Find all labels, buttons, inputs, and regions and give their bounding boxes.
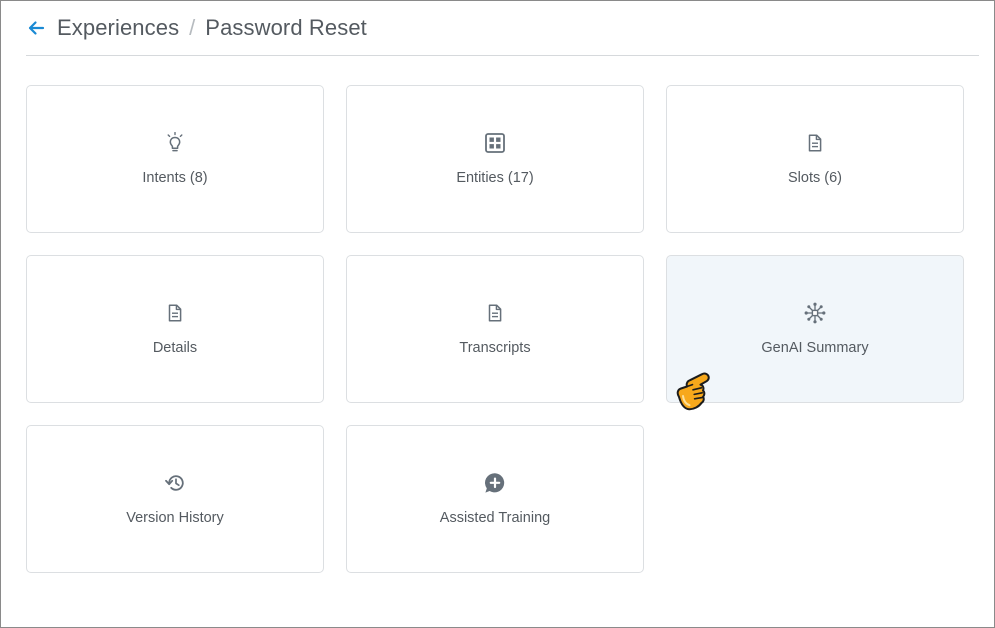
lightbulb-icon: [167, 132, 183, 152]
hand-pointer-cursor-icon: [676, 372, 710, 411]
back-button[interactable]: [26, 18, 46, 38]
breadcrumb-separator: /: [189, 15, 196, 40]
card-label: Slots (6): [788, 170, 842, 186]
card-version-history[interactable]: Version History: [26, 425, 324, 573]
card-label: Version History: [126, 510, 224, 526]
card-label: Details: [152, 340, 198, 356]
card-intents[interactable]: Intents (8): [26, 85, 324, 233]
document-icon: [808, 134, 822, 152]
card-assisted-training[interactable]: Assisted Training: [346, 425, 644, 573]
card-label: Intents (8): [142, 170, 208, 186]
breadcrumb-parent-link[interactable]: Experiences: [57, 15, 180, 40]
history-icon: [165, 475, 184, 491]
card-label: GenAI Summary: [761, 340, 869, 356]
card-label: Entities (17): [456, 170, 534, 186]
card-label: Assisted Training: [439, 510, 551, 526]
card-entities[interactable]: Entities (17): [346, 85, 644, 233]
page-title: Password Reset: [205, 15, 367, 40]
document-icon: [168, 304, 182, 322]
document-icon: [488, 304, 502, 322]
card-label: Transcripts: [459, 340, 531, 356]
card-transcripts[interactable]: Transcripts: [346, 255, 644, 403]
card-details[interactable]: Details: [26, 255, 324, 403]
card-slots[interactable]: Slots (6): [666, 85, 964, 233]
grid-icon: [485, 133, 505, 153]
page-header: Experiences / Password Reset: [26, 1, 979, 56]
chat-plus-icon: [484, 473, 505, 493]
card-genai-summary[interactable]: GenAI Summary: [666, 255, 964, 403]
network-icon: [804, 302, 826, 324]
arrow-left-icon: [28, 21, 45, 35]
